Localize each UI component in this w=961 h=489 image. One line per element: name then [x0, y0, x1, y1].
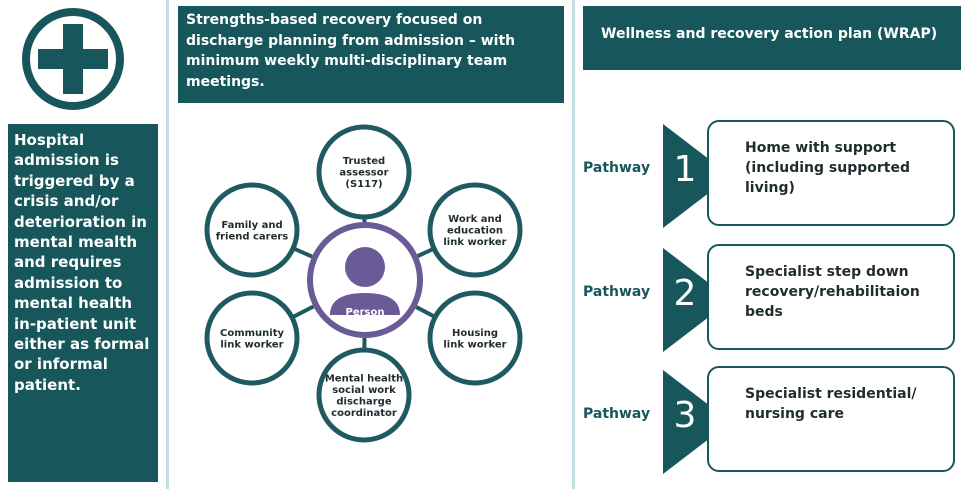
- node-label: education: [447, 226, 503, 237]
- column-separator-right: [572, 0, 575, 489]
- admission-trigger-text: Hospital admission is triggered by a cri…: [14, 131, 150, 394]
- node-label: Work and: [448, 214, 502, 225]
- pathway-description: Specialist residential/ nursing care: [745, 386, 917, 422]
- person-body-icon: [330, 293, 400, 315]
- recovery-header: Strengths-based recovery focused on disc…: [178, 6, 564, 103]
- pathway-number: 1: [673, 149, 697, 190]
- node-label: friend carers: [216, 231, 289, 242]
- connector-line: [292, 304, 315, 319]
- node-label: (S117): [345, 179, 382, 190]
- node-label: Trusted: [343, 156, 385, 167]
- person-label: Person: [346, 307, 385, 318]
- node-label: Community: [220, 328, 284, 339]
- pathway-box: Specialist step down recovery/rehabilita…: [707, 244, 955, 350]
- node-label: Housing: [452, 328, 498, 339]
- pathway-label: Pathway: [583, 284, 651, 300]
- node-circle: [427, 182, 523, 278]
- node-circle: [316, 347, 412, 443]
- pathway-2: Pathway 2 Specialist step down recovery/…: [583, 244, 961, 356]
- pathway-arrow-icon: [663, 248, 731, 352]
- pathway-number: 3: [673, 395, 697, 436]
- pathway-number: 2: [673, 273, 697, 314]
- node-label: link worker: [443, 237, 506, 248]
- node-label: assessor: [339, 168, 388, 179]
- pathway-label: Pathway: [583, 160, 651, 176]
- node-circle: [204, 290, 300, 386]
- pathway-box: Specialist residential/ nursing care: [707, 366, 955, 472]
- node-circle: [316, 124, 412, 220]
- medical-cross-icon: [22, 8, 124, 110]
- connector-line: [416, 247, 434, 258]
- wrap-title: Wellness and recovery action plan (WRAP): [601, 26, 938, 42]
- recovery-header-text: Strengths-based recovery focused on disc…: [186, 12, 516, 90]
- pathway-1: Pathway 1 Home with support (including s…: [583, 120, 961, 232]
- node-label: Family and: [221, 220, 282, 231]
- node-label: Mental health: [325, 373, 403, 384]
- connector-line: [294, 247, 313, 259]
- pathway-arrow-icon: [663, 124, 731, 228]
- pathway-3: Pathway 3 Specialist residential/ nursin…: [583, 366, 961, 478]
- node-label: discharge: [336, 396, 391, 407]
- node-label: coordinator: [331, 408, 397, 419]
- node-label: link worker: [443, 339, 506, 350]
- network-connectors: [292, 218, 435, 349]
- connector-line: [415, 305, 435, 318]
- node-circle: [204, 182, 300, 278]
- node-circle: [427, 290, 523, 386]
- pathway-box: Home with support (including supported l…: [707, 120, 955, 226]
- pathway-arrow-icon: [663, 370, 731, 474]
- node-label: social work: [332, 385, 396, 396]
- person-node: Person: [307, 222, 423, 338]
- wrap-header: Wellness and recovery action plan (WRAP): [583, 6, 961, 70]
- pathway-label: Pathway: [583, 406, 651, 422]
- admission-trigger-panel: Hospital admission is triggered by a cri…: [8, 124, 158, 482]
- person-head-icon: [345, 247, 385, 287]
- pathway-description: Home with support (including supported l…: [745, 140, 910, 196]
- column-separator-left: [166, 0, 169, 489]
- node-label: link worker: [220, 339, 283, 350]
- pathway-description: Specialist step down recovery/rehabilita…: [745, 264, 920, 320]
